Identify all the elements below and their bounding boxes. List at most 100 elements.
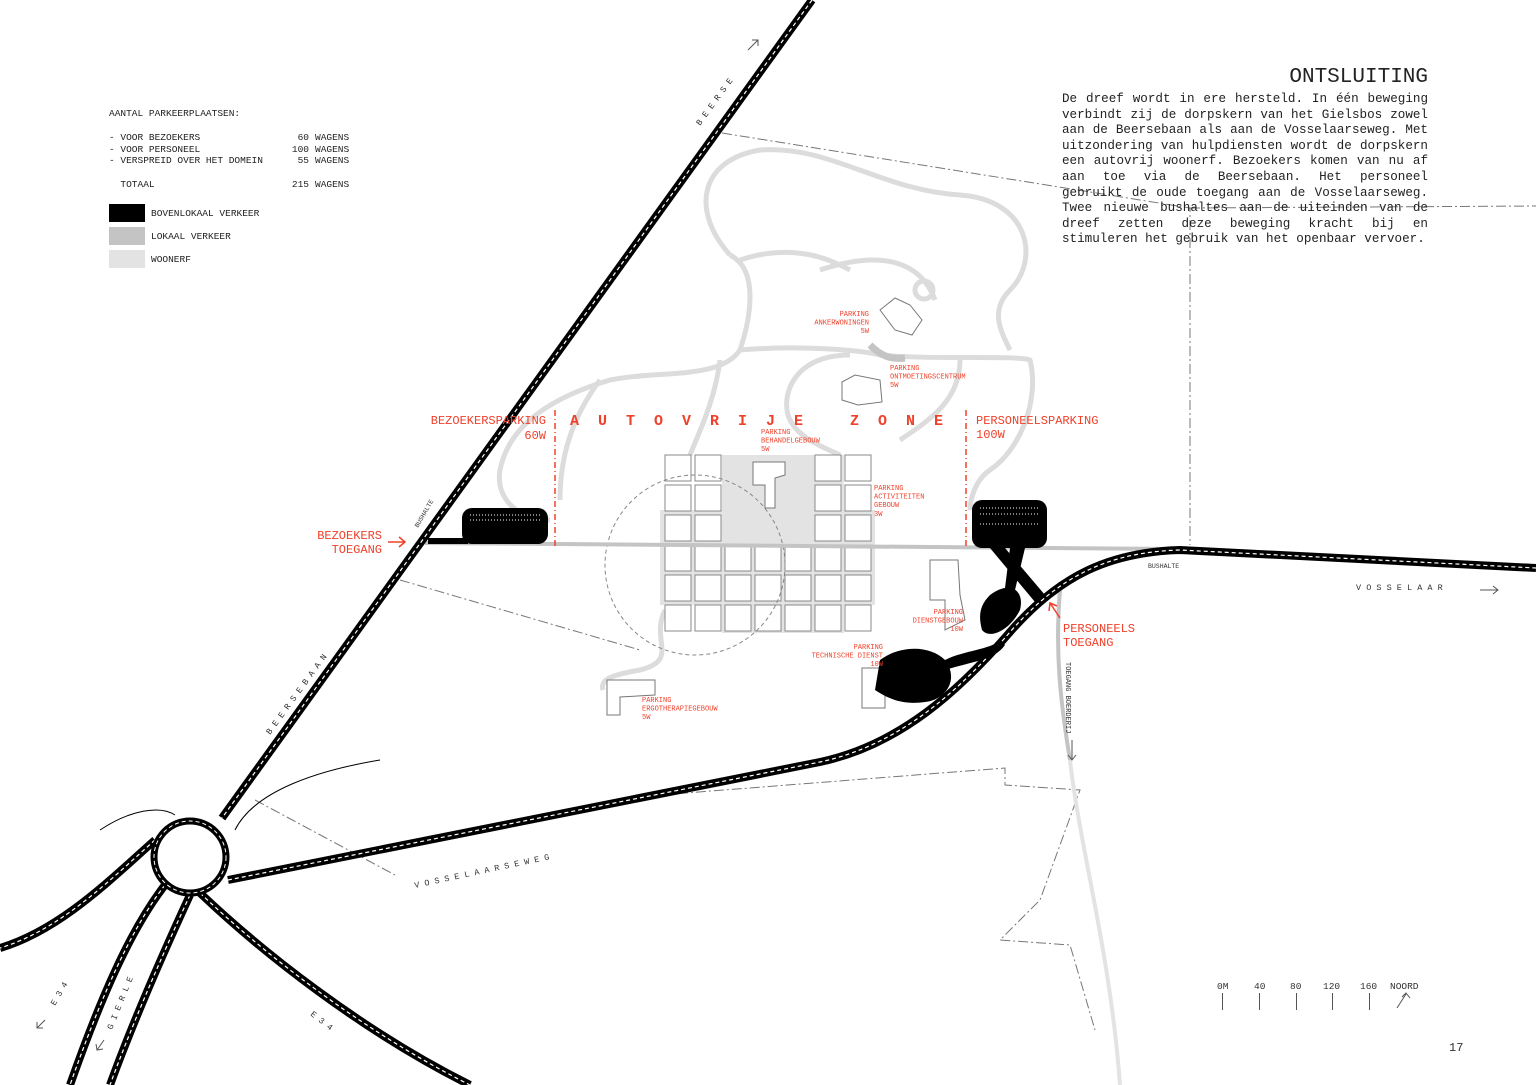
scale-tick: [1222, 993, 1223, 1010]
legend-row: - VERSPREID OVER HET DOMEIN 55 WAGENS: [109, 155, 349, 167]
legend-row-unit: WAGENS: [315, 143, 350, 155]
personeels-toegang-1: PERSONEELS: [1063, 622, 1135, 636]
legend-row-label: - VOOR BEZOEKERS: [109, 131, 201, 143]
bezoekersparking-label: BEZOEKERSPARKING: [431, 414, 546, 428]
legend-swatch-label: LOKAAL VERKEER: [151, 230, 231, 242]
parking-label: ONTMOETINGSCENTRUM: [890, 374, 966, 382]
building-plot: [814, 484, 842, 512]
woonerf-paths: [496, 147, 1036, 691]
scale-tick-label: 80: [1290, 981, 1302, 992]
parking-label: PARKING: [874, 485, 903, 493]
building-plot: [784, 604, 812, 632]
building-plot: [754, 574, 782, 602]
bushalte-right: BUSHALTE: [1148, 563, 1179, 570]
building-plot: [664, 544, 692, 572]
legend-row: - VOOR BEZOEKERS 60 WAGENS: [109, 132, 349, 144]
road-label-beersebaan: B E E R S E B A A N: [264, 652, 329, 736]
building-plot: [844, 544, 872, 572]
legend-swatch-item: WOONERF: [109, 250, 349, 269]
bezoekersparking-count: 60W: [524, 429, 546, 443]
scale-tick-label: 40: [1254, 981, 1266, 992]
road-label-vosselaarseweg: V O S S E L A A R S E W E G: [414, 853, 551, 891]
parking-label: PARKING: [934, 609, 963, 617]
building-plot: [664, 514, 692, 542]
scale-tick: [1332, 993, 1333, 1010]
building-plot: [784, 574, 812, 602]
parking-label: 3W: [874, 511, 883, 519]
parking-label: ACTIVITEITEN: [874, 494, 924, 502]
legend-swatch-label: WOONERF: [151, 253, 191, 265]
road-label-e34-bottom: E 3 4: [308, 1009, 334, 1033]
scale-tick-label: 120: [1323, 981, 1341, 992]
personeels-toegang-2: TOEGANG: [1063, 636, 1113, 650]
building-plot: [844, 574, 872, 602]
building-plot: [664, 574, 692, 602]
building-plot: [814, 574, 842, 602]
legend-swatch: [109, 204, 145, 223]
building-plot: [844, 514, 872, 542]
scale-tick: [1369, 993, 1370, 1010]
zone-label: A U T O V R I J E Z O N E: [570, 413, 948, 430]
building-plot: [664, 604, 692, 632]
building-plot: [784, 544, 812, 572]
legend-swatch-item: LOKAAL VERKEER: [109, 227, 349, 246]
scale-tick: [1259, 993, 1260, 1010]
scale-tick-label: 160: [1360, 981, 1378, 992]
direction-arrows: [36, 39, 1499, 1051]
legend-heading: AANTAL PARKEERPLAATSEN:: [109, 108, 241, 119]
parking-label: TECHNISCHE DIENST: [812, 653, 883, 661]
building-plot: [844, 604, 872, 632]
building-plot: [694, 574, 722, 602]
building-plot: [724, 574, 752, 602]
parking-label: 10W: [950, 626, 963, 634]
legend-row-value: 100: [291, 143, 309, 155]
road-label-toegang-boerderij: TOEGANG BOERDERIJ: [1063, 662, 1071, 733]
building-plot: [844, 454, 872, 482]
legend-swatch-label: BOVENLOKAAL VERKEER: [151, 207, 260, 219]
parking-stalls: [470, 507, 1040, 525]
parking-label: BEHANDELGEBOUW: [761, 438, 821, 446]
legend-swatch-item: BOVENLOKAAL VERKEER: [109, 204, 349, 223]
parking-label: PARKING: [642, 697, 671, 705]
parking-label: DIENSTGEBOUW: [913, 618, 964, 626]
building-plot: [664, 484, 692, 512]
legend-row-label: - VERSPREID OVER HET DOMEIN: [109, 155, 263, 167]
road-label-vosselaar: V O S S E L A A R: [1356, 583, 1443, 593]
dashed-circle: [604, 474, 786, 656]
bezoekers-toegang-1: BEZOEKERS: [317, 529, 382, 543]
parking-label: 10W: [870, 661, 883, 669]
parking-label: 5W: [861, 328, 870, 336]
personeelsparking-count: 100W: [976, 428, 1006, 442]
building-plot: [814, 514, 842, 542]
description-text: De dreef wordt in ere hersteld. In één b…: [1062, 92, 1428, 247]
building-plot: [694, 514, 722, 542]
building-plot: [694, 604, 722, 632]
parking-label: ANKERWONINGEN: [814, 320, 869, 328]
building-plot: [814, 604, 842, 632]
legend-row-unit: WAGENS: [315, 155, 350, 167]
road-label-e34-left: E 3 4: [49, 980, 70, 1007]
north-arrow-icon: [1396, 992, 1411, 1009]
north-label: NOORD: [1390, 981, 1419, 992]
legend-row-value: 55: [297, 155, 309, 167]
access-arrows: [388, 536, 1061, 619]
parking-areas: [428, 500, 1047, 703]
parking-label: 5W: [761, 446, 770, 454]
page-title: ONTSLUITING: [1289, 66, 1428, 89]
building-plot: [694, 484, 722, 512]
legend-row-unit: WAGENS: [315, 131, 350, 143]
parking-label: 5W: [890, 382, 899, 390]
personeelsparking-label: PERSONEELSPARKING: [976, 414, 1098, 428]
legend-swatch: [109, 227, 145, 246]
legend-row-value: 60: [297, 131, 309, 143]
building-plot: [844, 484, 872, 512]
building-plot: [724, 604, 752, 632]
building-outlines: [606, 297, 966, 716]
building-plot: [754, 544, 782, 572]
building-plot: [694, 544, 722, 572]
parking-label: PARKING: [840, 311, 869, 319]
parking-label: GEBOUW: [874, 502, 900, 510]
